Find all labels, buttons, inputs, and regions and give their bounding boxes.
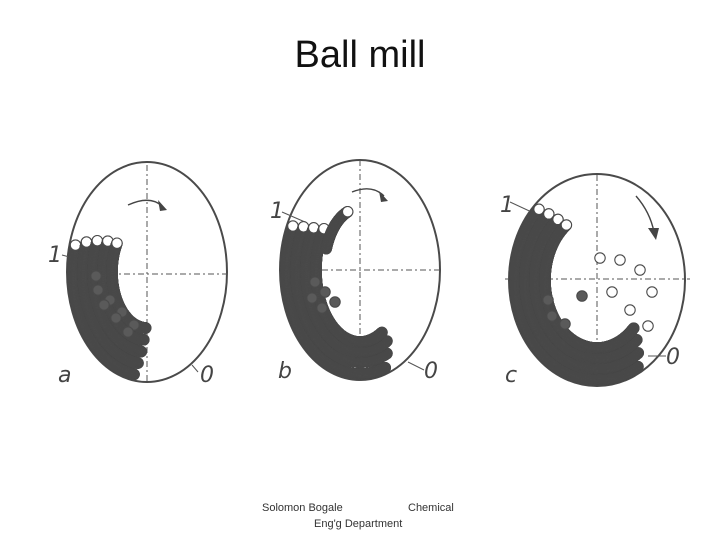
ref-line-0-b	[407, 361, 425, 371]
diagram-letter-a: a	[58, 363, 71, 388]
grinding-ball-dark	[90, 270, 102, 282]
mark-one-a: 1	[48, 243, 62, 268]
grinding-ball-dark	[98, 299, 110, 311]
rotation-arrowhead-b	[379, 191, 388, 202]
rotation-arrow-b	[351, 188, 385, 197]
grinding-ball	[111, 237, 123, 249]
grinding-ball-dark	[122, 326, 134, 338]
diagram-a: 1 0 a	[48, 161, 228, 388]
mark-zero-a: 0	[200, 363, 214, 388]
grinding-ball	[69, 239, 82, 251]
diagram-b: 1 0 b	[270, 159, 442, 384]
mark-zero-b: 0	[424, 359, 438, 384]
ball-charge-b	[280, 205, 393, 380]
diagram-letter-b: b	[278, 359, 292, 384]
grinding-ball-dark	[110, 312, 122, 324]
ref-line-0-a	[191, 364, 199, 373]
ball-charge-a	[67, 234, 152, 381]
slide-title: Ball mill	[294, 34, 426, 76]
rotation-arrow-a	[127, 199, 163, 207]
mill-shell-a	[66, 161, 228, 383]
rotation-arrowhead-a	[158, 200, 167, 211]
grinding-ball-dark	[92, 284, 104, 296]
mark-one-b: 1	[270, 199, 284, 224]
